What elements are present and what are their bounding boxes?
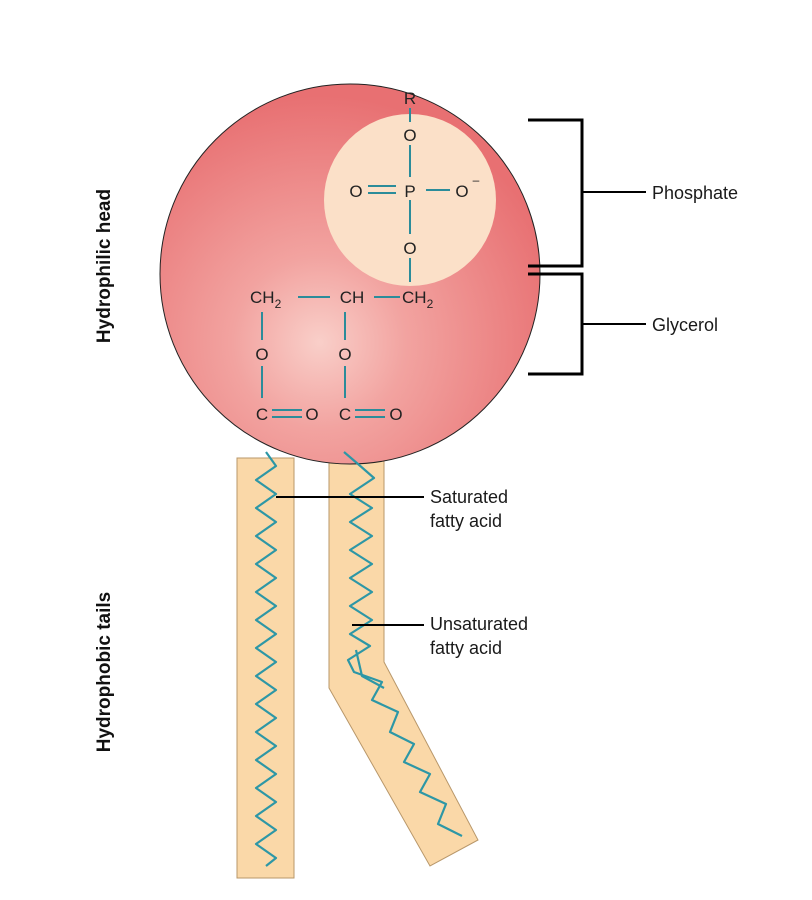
saturated-label-line2: fatty acid	[430, 511, 502, 531]
hydrophilic-head-label: Hydrophilic head	[94, 189, 115, 343]
saturated-fatty-acid-chain	[254, 451, 278, 867]
atom-o-ester-right: O	[338, 345, 351, 364]
atom-o-top: O	[403, 126, 416, 145]
atom-o-carbonyl-right: O	[389, 405, 402, 424]
unsaturated-fatty-acid-chain	[343, 451, 463, 837]
atom-ch: CH	[340, 288, 365, 307]
hydrophobic-tails-label: Hydrophobic tails	[94, 592, 115, 752]
atom-o-ester-left: O	[255, 345, 268, 364]
atom-p: P	[404, 182, 415, 201]
phosphate-label: Phosphate	[652, 183, 738, 203]
saturated-tail-body	[236, 457, 295, 879]
glycerol-label: Glycerol	[652, 315, 718, 335]
charge-minus: –	[473, 173, 480, 187]
atom-o-bottom: O	[403, 239, 416, 258]
cis-double-bond	[354, 649, 385, 689]
unsaturated-label-line2: fatty acid	[430, 638, 502, 658]
atom-o-minus: O	[455, 182, 468, 201]
atom-o-carbonyl-left: O	[305, 405, 318, 424]
atom-r: R	[404, 89, 416, 108]
unsaturated-label-line1: Unsaturated	[430, 614, 528, 634]
atom-ch2-right: CH2	[402, 288, 434, 311]
atom-c-right: C	[339, 405, 351, 424]
atom-o-double: O	[349, 182, 362, 201]
saturated-label-line1: Saturated	[430, 487, 508, 507]
atom-ch2-left: CH2	[250, 288, 282, 311]
atom-c-left: C	[256, 405, 268, 424]
